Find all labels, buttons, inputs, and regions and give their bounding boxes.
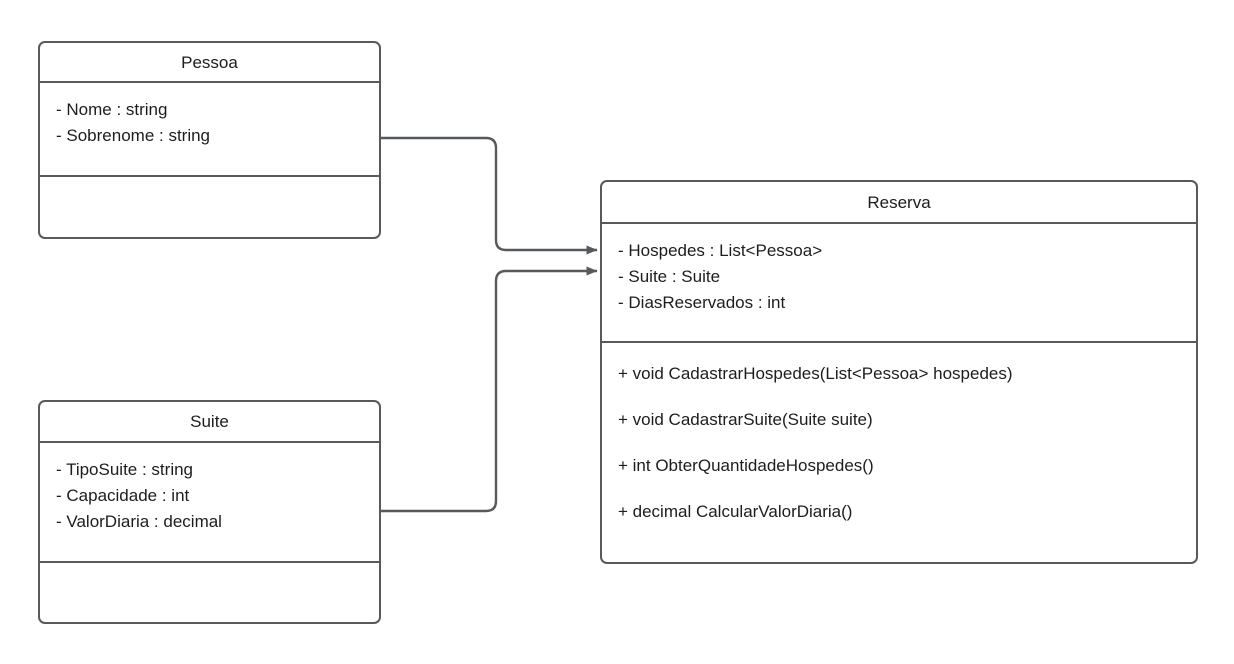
attribute-row: - Nome : string: [56, 100, 168, 119]
uml-class-pessoa[interactable]: Pessoa - Nome : string - Sobrenome : str…: [38, 41, 381, 239]
attributes-compartment-reserva: - Hospedes : List<Pessoa> - Suite : Suit…: [602, 224, 1196, 343]
attribute-row: - Capacidade : int: [56, 486, 190, 505]
methods-compartment-pessoa: [40, 177, 379, 237]
attribute-row: - Suite : Suite: [618, 267, 721, 286]
connector-pessoa-to-reserva: [381, 136, 598, 255]
methods-compartment-reserva: + void CadastrarHospedes(List<Pessoa> ho…: [602, 343, 1196, 562]
attributes-compartment-pessoa: - Nome : string - Sobrenome : string: [40, 83, 379, 177]
class-name-pessoa: Pessoa: [40, 43, 379, 83]
methods-compartment-suite: [40, 563, 379, 622]
attribute-row: - Sobrenome : string: [56, 126, 211, 145]
method-row: + decimal CalcularValorDiaria(): [618, 502, 853, 521]
class-name-reserva: Reserva: [602, 182, 1196, 224]
method-row: + void CadastrarHospedes(List<Pessoa> ho…: [618, 364, 1013, 383]
uml-class-suite[interactable]: Suite - TipoSuite : string - Capacidade …: [38, 400, 381, 624]
method-row: + void CadastrarSuite(Suite suite): [618, 410, 873, 429]
attribute-row: - ValorDiaria : decimal: [56, 512, 222, 531]
attribute-row: - TipoSuite : string: [56, 460, 194, 479]
method-row: + int ObterQuantidadeHospedes(): [618, 456, 874, 475]
connector-suite-to-reserva: [381, 266, 598, 513]
attribute-row: - Hospedes : List<Pessoa>: [618, 241, 823, 260]
attributes-compartment-suite: - TipoSuite : string - Capacidade : int …: [40, 443, 379, 563]
uml-class-reserva[interactable]: Reserva - Hospedes : List<Pessoa> - Suit…: [600, 180, 1198, 564]
attribute-row: - DiasReservados : int: [618, 293, 786, 312]
class-name-suite: Suite: [40, 402, 379, 443]
